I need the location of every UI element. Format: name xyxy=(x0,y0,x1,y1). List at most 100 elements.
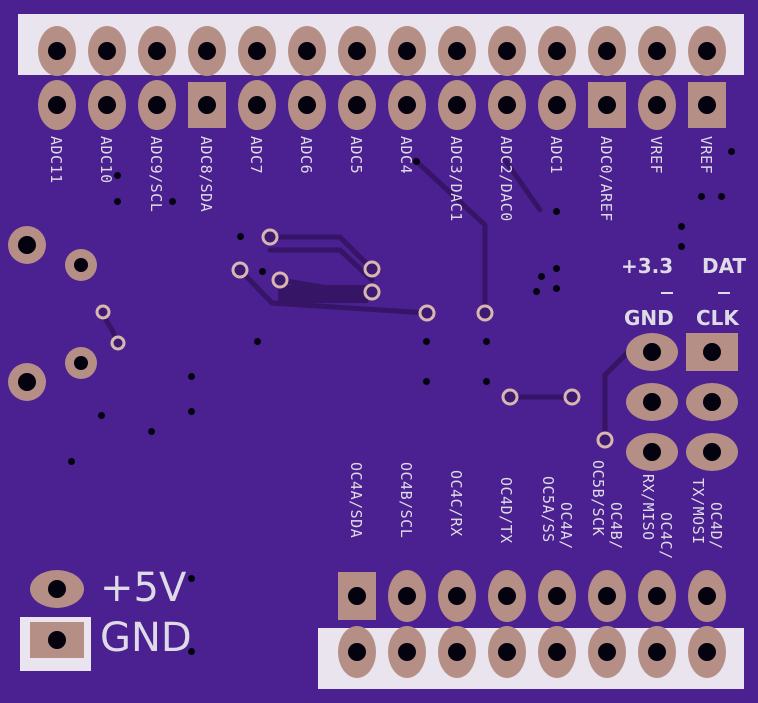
header-pad xyxy=(388,570,426,622)
header-pad xyxy=(638,570,676,622)
pin-label-oc4a: OC4A/ xyxy=(557,502,575,550)
mount-hole-pad xyxy=(8,363,46,401)
pin-label-adc2: ADC2/DAC0 xyxy=(497,136,515,222)
pin-label-oc4d-tx: OC4D/TX xyxy=(497,477,515,544)
header-pad xyxy=(338,80,376,130)
header-pad-square xyxy=(338,572,376,620)
via xyxy=(718,193,725,200)
header-pad xyxy=(488,570,526,622)
via xyxy=(114,198,121,205)
header-pad xyxy=(588,570,626,622)
header-pad xyxy=(488,626,526,678)
via xyxy=(483,338,490,345)
via xyxy=(148,428,155,435)
header-pad xyxy=(438,80,476,130)
header-pad xyxy=(488,26,526,76)
header-pad xyxy=(538,80,576,130)
via xyxy=(553,265,560,272)
header-pad xyxy=(638,80,676,130)
pin-label-vref-a: VREF xyxy=(647,136,665,175)
label-plus-3v3: +3.3 xyxy=(621,254,674,278)
via xyxy=(259,268,266,275)
label-gnd-prog: GND xyxy=(624,306,674,330)
via xyxy=(728,148,735,155)
button-pad xyxy=(65,249,97,281)
pin-label-oc4b: OC4B/ xyxy=(607,502,625,550)
header-pad xyxy=(438,570,476,622)
header-pad xyxy=(438,26,476,76)
prog-pad xyxy=(626,433,678,471)
pin-label-adc4: ADC4 xyxy=(397,136,415,175)
via xyxy=(553,208,560,215)
header-pad xyxy=(538,26,576,76)
header-pad xyxy=(688,26,726,76)
header-pad xyxy=(188,26,226,76)
via xyxy=(678,223,685,230)
header-pad xyxy=(488,80,526,130)
header-pad xyxy=(538,626,576,678)
header-pad xyxy=(88,80,126,130)
pin-label-oc4b-scl: OC4B/SCL xyxy=(397,462,415,539)
via xyxy=(678,243,685,250)
pin-label-adc0: ADC0/AREF xyxy=(597,136,615,222)
pin-label-rx-miso: RX/MISO xyxy=(639,474,657,541)
header-pad xyxy=(138,80,176,130)
via xyxy=(698,193,705,200)
prog-pad-square xyxy=(686,333,738,371)
header-pad xyxy=(388,26,426,76)
pin-label-adc9: ADC9/SCL xyxy=(147,136,165,213)
label-dat: DAT xyxy=(702,254,747,278)
pin-label-oc4c-rx: OC4C/RX xyxy=(447,470,465,537)
header-pad xyxy=(138,26,176,76)
header-pad xyxy=(638,626,676,678)
pin-label-adc11: ADC11 xyxy=(47,136,65,184)
pin-label-oc4a-sda: OC4A/SDA xyxy=(347,462,365,539)
via xyxy=(483,378,490,385)
top-header-outline xyxy=(18,14,744,75)
header-pad-square xyxy=(688,82,726,128)
header-pad xyxy=(238,80,276,130)
header-pad xyxy=(538,570,576,622)
pin-label-oc4c: OC4C/ xyxy=(657,512,675,560)
header-pad xyxy=(688,626,726,678)
pin-label-adc3: ADC3/DAC1 xyxy=(447,136,465,222)
pin-label-vref-b: VREF xyxy=(697,136,715,175)
via xyxy=(423,338,430,345)
via xyxy=(188,408,195,415)
header-pad xyxy=(588,26,626,76)
pin-label-oc4d: OC4D/ xyxy=(707,502,725,550)
button-pad xyxy=(65,347,97,379)
label-plus-5v: +5V xyxy=(100,565,187,611)
prog-pad xyxy=(686,433,738,471)
header-pad xyxy=(638,26,676,76)
pin-label-tx-mosi: TX/MOSI xyxy=(689,478,707,545)
prog-pad xyxy=(626,383,678,421)
header-pad-square xyxy=(588,82,626,128)
header-pad xyxy=(238,26,276,76)
overbar xyxy=(661,292,673,294)
bottom-header-outline xyxy=(318,628,744,689)
pin-label-oc5b-sck: OC5B/SCK xyxy=(589,460,607,537)
header-pad xyxy=(338,626,376,678)
pin-label-adc6: ADC6 xyxy=(297,136,315,175)
header-pad xyxy=(338,26,376,76)
via xyxy=(169,198,176,205)
power-pad-gnd xyxy=(30,622,84,658)
prog-pad xyxy=(626,333,678,371)
via xyxy=(553,285,560,292)
mount-hole-pad xyxy=(8,226,46,264)
prog-pad xyxy=(686,383,738,421)
header-pad xyxy=(688,570,726,622)
header-pad xyxy=(288,80,326,130)
pin-label-adc7: ADC7 xyxy=(247,136,265,175)
via xyxy=(533,288,540,295)
label-clk: CLK xyxy=(696,306,739,330)
header-pad xyxy=(438,626,476,678)
overbar xyxy=(718,292,730,294)
via xyxy=(254,338,261,345)
via xyxy=(114,172,121,179)
via xyxy=(68,458,75,465)
pin-label-adc5: ADC5 xyxy=(347,136,365,175)
